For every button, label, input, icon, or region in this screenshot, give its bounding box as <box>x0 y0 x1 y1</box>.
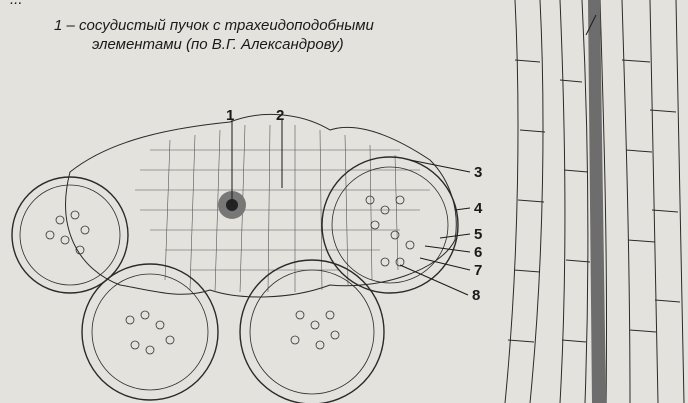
leader-lines <box>232 15 596 295</box>
label-3: 3 <box>474 164 482 181</box>
label-2: 2 <box>276 107 284 124</box>
label-7: 7 <box>474 262 482 279</box>
label-1: 1 <box>226 107 234 124</box>
longitudinal-bundle-band <box>588 0 606 403</box>
label-5: 5 <box>474 226 482 243</box>
label-4: 4 <box>474 200 483 217</box>
leader-line-4 <box>455 208 470 210</box>
label-8: 8 <box>472 287 480 304</box>
pollen-sac-bottom-right <box>240 260 384 403</box>
label-6: 6 <box>474 244 482 261</box>
pollen-sac-right <box>322 157 458 293</box>
leader-line-7 <box>420 258 470 270</box>
pollen-sac-bottom-left <box>82 264 218 400</box>
